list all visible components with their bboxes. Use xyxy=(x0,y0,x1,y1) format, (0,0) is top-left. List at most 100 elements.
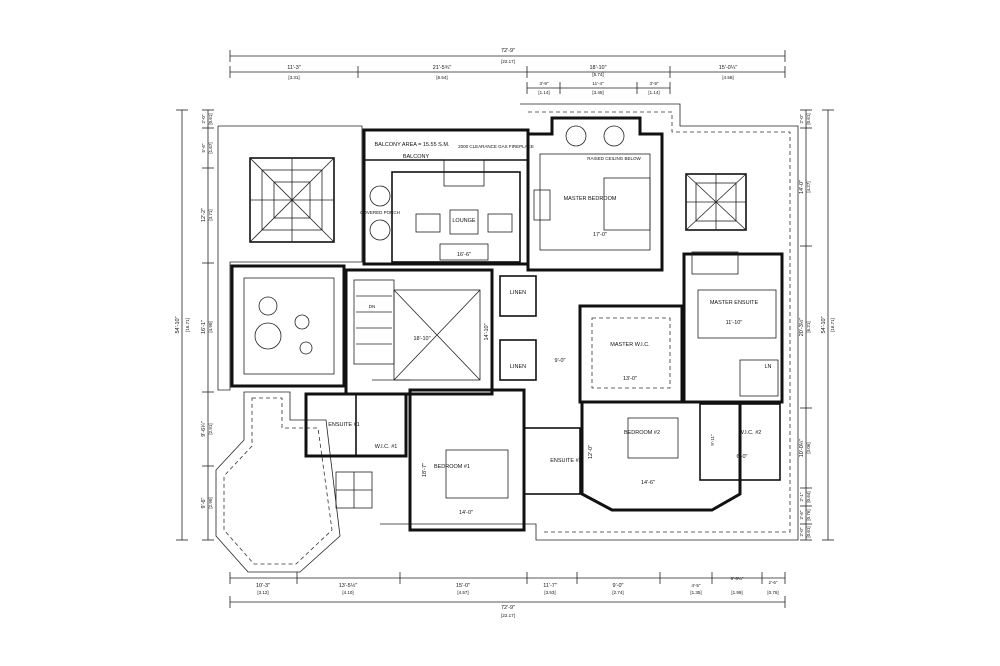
left-dim-5: 9'-6¼" xyxy=(201,421,207,437)
left-dim-2-m: [1.67] xyxy=(208,142,213,153)
bottom-dim-4-m: [3.53] xyxy=(544,590,555,595)
top-sub-dim-1: 3'-9" xyxy=(540,81,549,86)
top-dim-2: 21'-5¾" xyxy=(433,65,452,71)
right-dim-4: 10'-0¼" xyxy=(799,439,805,458)
hall-dim-3: 9'-0" xyxy=(555,358,566,364)
right-dim-4-m: [3.06] xyxy=(806,442,811,453)
ensuite-1-label: ENSUITE #1 xyxy=(328,422,359,428)
right-dim-7: 2'-0" xyxy=(799,527,804,536)
bottom-dim-7: 6'-6¼" xyxy=(731,576,744,581)
wic-2-dim-b: 9'-11" xyxy=(710,434,715,446)
left-dim-3: 12'-2" xyxy=(201,208,207,222)
left-dim-4: 16'-1" xyxy=(201,320,207,334)
bottom-dim-2-m: [4.10] xyxy=(342,590,353,595)
master-bedroom-dim: 17'-0" xyxy=(593,232,607,238)
top-dim-1: 11'-3" xyxy=(287,65,301,71)
ensuite-2-label: ENSUITE #2 xyxy=(550,458,581,464)
top-dim-4-m: [4.58] xyxy=(722,75,733,80)
hall-dim-2: 14'-10" xyxy=(484,323,490,340)
master-wic-label: MASTER W.I.C. xyxy=(610,342,650,348)
left-dim-2: 5'-6" xyxy=(201,143,206,152)
bedroom-1-width: 14'-0" xyxy=(459,510,473,516)
bedroom-1-height: 18'-7" xyxy=(422,463,428,477)
bottom-dim-3-m: [4.57] xyxy=(457,590,468,595)
bottom-dim-5-m: [2.74] xyxy=(612,590,623,595)
linen-1-label: LINEN xyxy=(510,290,526,296)
top-dim-2-m: [6.54] xyxy=(436,75,447,80)
bottom-dim-2: 13'-5½" xyxy=(339,582,358,589)
master-ensuite-dim: 11'-10" xyxy=(726,320,743,326)
top-overall-dim: 72'-9" xyxy=(501,48,515,54)
right-overall-dim: 54'-10" xyxy=(821,316,827,333)
top-dim-3-m: [5.74] xyxy=(592,72,603,77)
right-dim-6-m: [0.76] xyxy=(806,509,811,520)
right-dim-5: 2'-1" xyxy=(799,492,804,501)
bottom-dim-4: 11'-7" xyxy=(543,583,557,589)
covered-porch-label: COVERED PORCH xyxy=(360,210,400,215)
right-dim-2: 14'-0" xyxy=(799,180,805,194)
left-dim-3-m: [3.71] xyxy=(208,209,213,220)
right-dim-2-m: [4.27] xyxy=(806,181,811,192)
right-dim-1: 2'-0" xyxy=(799,114,804,123)
left-dim-5-m: [2.91] xyxy=(208,423,213,434)
clearance-note: 2000 CLEARANCE GAS FIREPLACE xyxy=(458,144,534,149)
master-wic-dim: 13'-0" xyxy=(623,376,637,382)
bottom-dim-1-m: [3.12] xyxy=(257,590,268,595)
lounge-label: LOUNGE xyxy=(452,218,476,224)
top-sub-dim-1-m: [1.14] xyxy=(538,90,549,95)
ln-label: LN xyxy=(764,364,771,370)
left-dim-6-m: [2.90] xyxy=(208,497,213,508)
top-dim-1-m: [3.31] xyxy=(288,75,299,80)
roof-hip-right xyxy=(685,173,747,231)
right-dim-1-m: [0.61] xyxy=(806,113,811,124)
left-dim-1-m: [0.61] xyxy=(208,113,213,124)
master-bedroom-furniture xyxy=(533,125,651,231)
bottom-dim-6: 4'-5" xyxy=(692,583,701,588)
left-overall-dim: 54'-10" xyxy=(175,316,181,333)
raised-ceiling-note: RAISED CEILING BELOW xyxy=(587,156,641,161)
right-dim-7-m: [0.61] xyxy=(806,526,811,537)
top-dim-4: 15'-0¼" xyxy=(719,65,738,71)
top-sub-dim-2: 11'-4" xyxy=(592,81,604,86)
left-overall-dim-m: [16.71] xyxy=(185,318,190,332)
right-dimensions: 54'-10" [16.71] 2'-0" [0.61] 14'-0" [4.2… xyxy=(798,109,835,541)
top-sub-dim-2-m: [3.45] xyxy=(592,90,603,95)
master-bedroom-label: MASTER BEDROOM xyxy=(564,196,617,202)
bedroom-2-label: BEDROOM #2 xyxy=(624,430,660,436)
bottom-overall-dim-m: [22.17] xyxy=(501,613,515,618)
stair xyxy=(356,289,481,381)
wic-1-label: W.I.C. #1 xyxy=(375,444,398,450)
balcony-area-label: BALCONY AREA = 15.55 S.M. xyxy=(375,142,450,148)
bottom-overall-dim: 72'-9" xyxy=(501,605,515,611)
bedroom-2-width: 14'-6" xyxy=(641,480,655,486)
left-dim-4-m: [4.90] xyxy=(208,321,213,332)
room-labels: BALCONY AREA = 15.55 S.M. BALCONY 2000 C… xyxy=(328,142,771,516)
bottom-dim-5: 9'-0" xyxy=(613,583,624,589)
bottom-dim-3: 15'-0" xyxy=(456,583,470,589)
walls xyxy=(230,116,784,532)
bottom-dim-1: 10'-3" xyxy=(256,583,270,589)
bottom-dimensions: 10'-3" [3.12] 13'-5½" [4.10] 15'-0" [4.5… xyxy=(229,572,786,618)
top-sub-dim-3-m: [1.14] xyxy=(648,90,659,95)
tower-furniture xyxy=(254,296,313,355)
bottom-dim-8-m: [0.76] xyxy=(767,590,778,595)
top-overall-dim-m: [22.17] xyxy=(501,59,515,64)
top-dimensions: 72'-9" [22.17] 11'-3" [3.31] 21'-5¾" [6.… xyxy=(229,48,786,95)
right-overall-dim-m: [16.71] xyxy=(830,318,835,332)
hall-dim-1: 18'-10" xyxy=(413,336,430,342)
wic-2-label: W.I.C. #2 xyxy=(739,430,762,436)
top-dim-3: 18'-10" xyxy=(589,65,606,71)
lounge-furniture xyxy=(369,159,513,261)
roof-outline xyxy=(215,103,799,573)
left-dim-1: 2'-0" xyxy=(201,114,206,123)
left-dimensions: 54'-10" [16.71] 2'-0" [0.61] 5'-6" [1.67… xyxy=(175,109,214,541)
lounge-dim: 16'-6" xyxy=(457,252,471,258)
right-dim-3-m: [6.21] xyxy=(806,321,811,332)
bottom-dim-7-m: [1.99] xyxy=(731,590,742,595)
left-dim-6: 9'-6" xyxy=(201,497,207,508)
dn-label: DN xyxy=(369,304,376,309)
right-dim-3: 20'-3½" xyxy=(798,318,805,337)
linen-2-label: LINEN xyxy=(510,364,526,370)
bottom-dim-6-m: [1.35] xyxy=(690,590,701,595)
